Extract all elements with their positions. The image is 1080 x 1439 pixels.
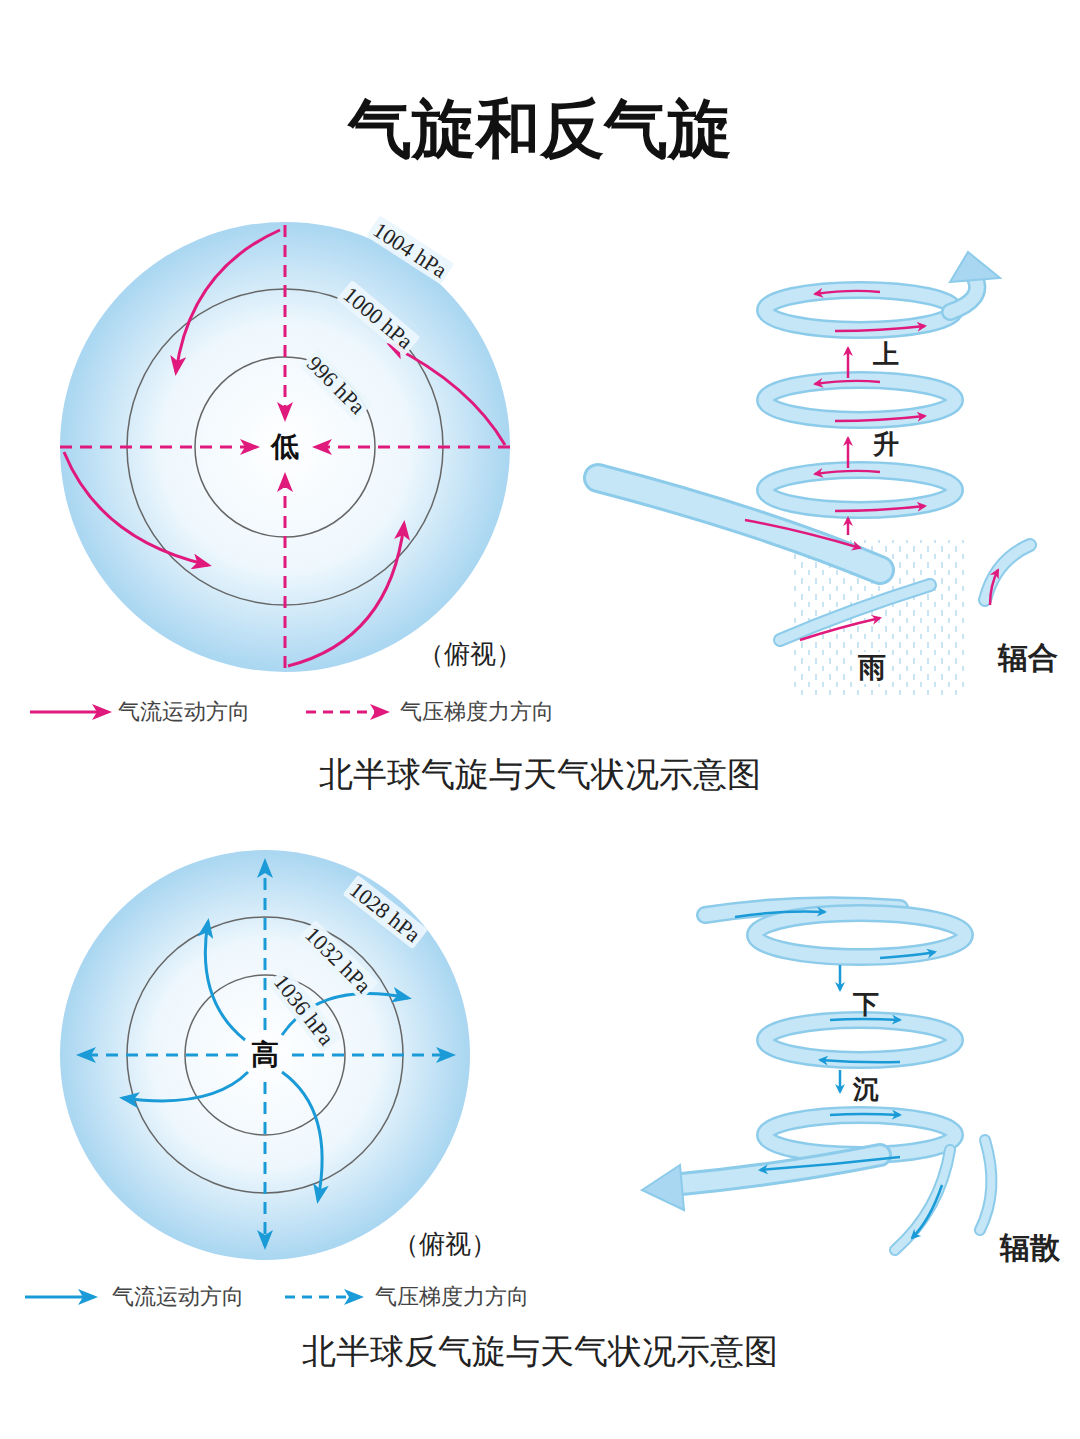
- weather-text: 雨: [855, 652, 889, 684]
- motion-text: 沉: [853, 1075, 879, 1105]
- pressure-center: 低: [271, 431, 299, 463]
- legend-text: 气流运动方向: [118, 699, 250, 724]
- view-note: （俯视）: [393, 1230, 497, 1260]
- caption: 北半球反气旋与天气状况示意图: [302, 1332, 778, 1371]
- motion-text: 下: [853, 990, 879, 1020]
- flow-text: 辐合: [998, 641, 1058, 676]
- flow-text: 辐散: [1000, 1231, 1060, 1266]
- motion-text: 上: [873, 340, 899, 370]
- view-note: （俯视）: [418, 640, 522, 670]
- legend-text: 气压梯度力方向: [400, 699, 554, 724]
- legend-text: 气压梯度力方向: [375, 1284, 529, 1309]
- caption: 北半球气旋与天气状况示意图: [319, 755, 761, 794]
- motion-text: 升: [873, 430, 899, 460]
- title: 气旋和反气旋: [348, 93, 732, 167]
- legend-text: 气流运动方向: [112, 1284, 244, 1309]
- pressure-center: 高: [251, 1039, 279, 1071]
